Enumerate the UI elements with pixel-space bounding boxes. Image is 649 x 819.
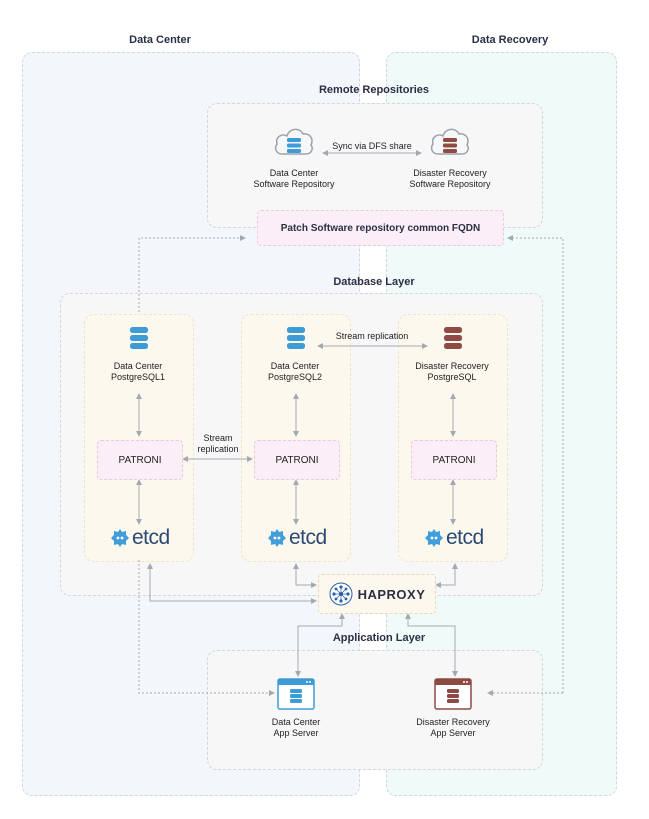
stream-replication-top-label: Stream replication — [335, 331, 409, 341]
database-icon — [444, 327, 462, 349]
remote-repositories-box — [207, 103, 543, 228]
sync-label: Sync via DFS share — [332, 141, 412, 151]
etcd-logo-icon — [111, 529, 129, 547]
patroni-box: PATRONI — [254, 440, 340, 480]
etcd-logo: etcd — [110, 526, 170, 550]
fqdn-label: Patch Software repository common FQDN — [280, 222, 481, 234]
data-center-title: Data Center — [129, 34, 191, 46]
patroni-box: PATRONI — [411, 440, 497, 480]
etcd-logo-icon — [425, 529, 443, 547]
cloud-database-icon — [274, 128, 313, 155]
haproxy-label: HAPROXY — [357, 586, 426, 602]
fqdn-box: Patch Software repository common FQDN — [257, 210, 504, 246]
etcd-logo: etcd — [267, 526, 327, 550]
haproxy-logo-icon — [329, 582, 353, 606]
remote-repositories-title: Remote Repositories — [318, 84, 430, 96]
etcd-logo-icon — [268, 529, 286, 547]
database-icon — [287, 327, 305, 349]
app-server-window-icon — [434, 678, 472, 710]
data-recovery-title: Data Recovery — [471, 34, 549, 46]
etcd-text: etcd — [289, 526, 327, 549]
etcd-text: etcd — [132, 526, 170, 549]
database-layer-title: Database Layer — [333, 276, 415, 288]
etcd-text: etcd — [446, 526, 484, 549]
application-layer-title: Application Layer — [332, 632, 426, 644]
etcd-logo: etcd — [424, 526, 484, 550]
haproxy-box: HAPROXY — [318, 574, 436, 614]
application-layer-box — [207, 650, 543, 770]
app-server-window-icon — [277, 678, 315, 710]
database-icon — [130, 327, 148, 349]
patroni-box: PATRONI — [97, 440, 183, 480]
cloud-database-icon — [430, 128, 469, 155]
